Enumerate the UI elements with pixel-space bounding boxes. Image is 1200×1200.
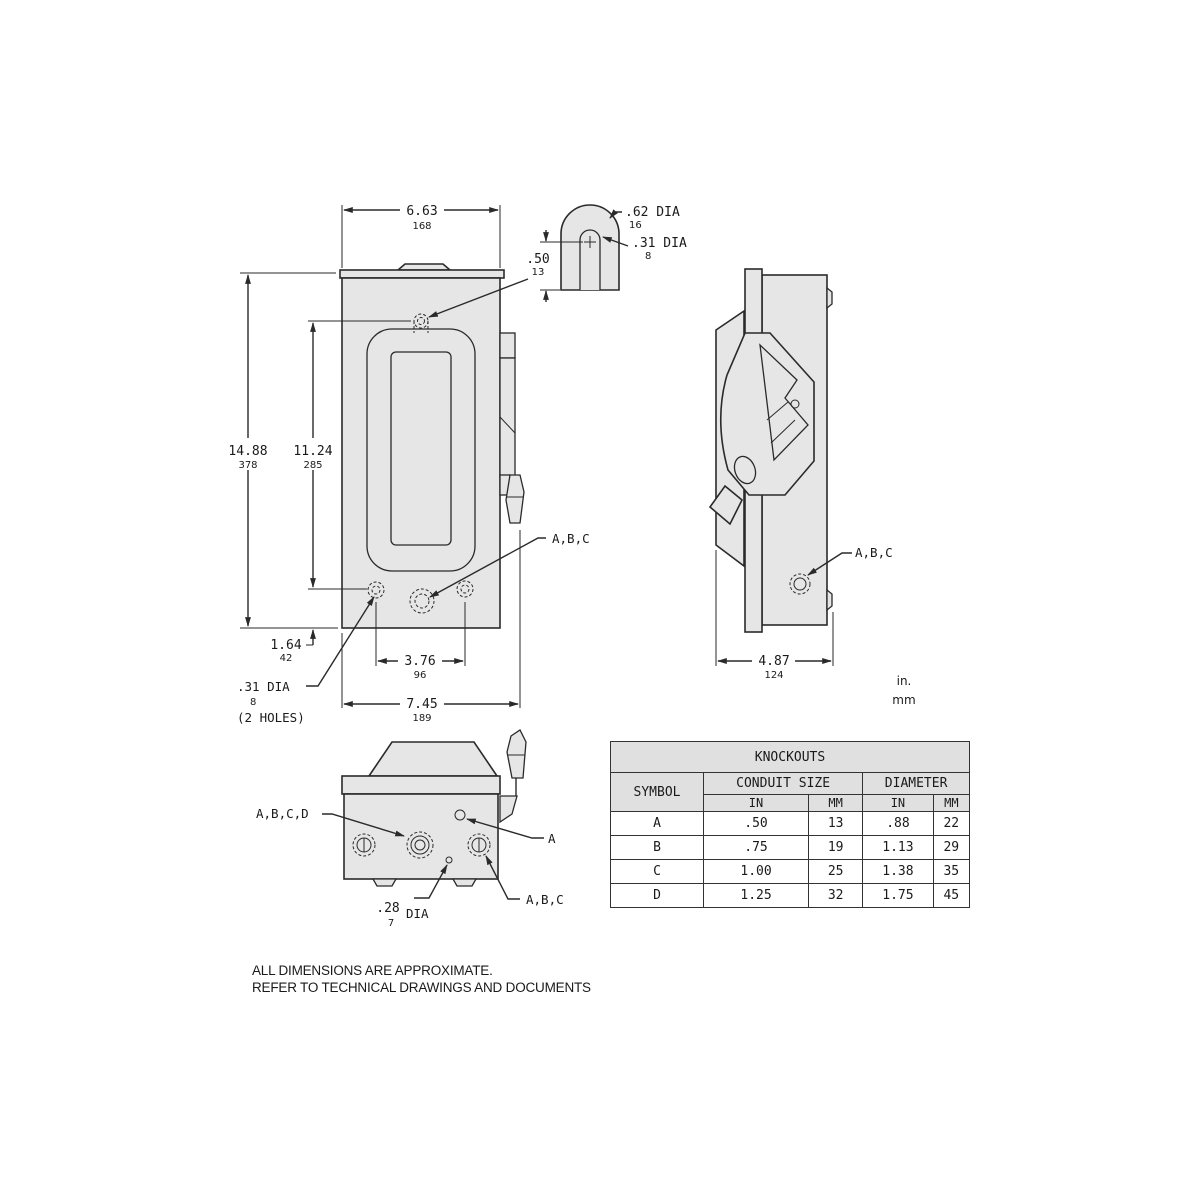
top-mount-hole-icon	[413, 313, 429, 333]
diameter-header: DIAMETER	[862, 772, 970, 795]
dim-mount-vertical-mm: 285	[303, 460, 322, 471]
table-row: A .50 13 .88 22	[610, 811, 971, 836]
side-knockout-label: A,B,C	[855, 545, 893, 560]
top-hole-label-mm: 13	[532, 267, 545, 278]
dim-overall-width-in: 7.45	[406, 697, 437, 712]
symbol-cell: D	[610, 883, 704, 908]
drain-hole-dia-suffix: DIA	[406, 906, 429, 921]
front-knockout-label: A,B,C	[552, 531, 590, 546]
dim-width-mm: 168	[412, 221, 431, 232]
note-line: ALL DIMENSIONS ARE APPROXIMATE.	[252, 963, 493, 978]
dim-mount-horizontal-mm: 96	[414, 670, 427, 681]
mount-hole-left-icon	[367, 581, 385, 599]
bottom-right-knockout-label: A,B,C	[526, 892, 564, 907]
keyhole-detail: .62 DIA 16 .31 DIA 8	[540, 204, 687, 302]
symbol-cell: C	[610, 859, 704, 884]
dim-depth-mm: 124	[764, 670, 783, 681]
unit-secondary: mm	[892, 693, 915, 707]
conduit-in-cell: .75	[702, 835, 810, 860]
conduit-mm-cell: 13	[808, 811, 864, 836]
diameter-in-cell: .88	[862, 811, 934, 836]
table-row: B .75 19 1.13 29	[610, 835, 971, 860]
diameter-mm-header: MM	[932, 794, 971, 812]
dim-height-mm: 378	[238, 460, 257, 471]
dim-depth-in: 4.87	[758, 654, 789, 669]
keyhole-inner-dia-in: .31 DIA	[632, 236, 687, 251]
diameter-mm-cell: 29	[932, 835, 971, 860]
diameter-mm-cell: 45	[932, 883, 971, 908]
mount-hole-right-icon	[456, 580, 474, 598]
conduit-in-header: IN	[702, 794, 810, 812]
mount-hole-dia-mm: 8	[250, 697, 256, 708]
table-title: KNOCKOUTS	[610, 741, 970, 773]
symbol-cell: A	[610, 811, 704, 836]
table-row: C 1.00 25 1.38 35	[610, 859, 971, 884]
bottom-knockout-left-icon	[352, 833, 376, 857]
unit-primary: in.	[897, 674, 912, 688]
dim-width-in: 6.63	[406, 204, 437, 219]
conduit-in-cell: .50	[702, 811, 810, 836]
knockouts-table: KNOCKOUTS SYMBOL CONDUIT SIZE DIAMETER I…	[610, 741, 971, 908]
conduit-in-cell: 1.00	[702, 859, 810, 884]
dim-height-in: 14.88	[228, 444, 267, 459]
drain-hole-dia-in: .28	[376, 901, 399, 916]
diameter-mm-cell: 22	[932, 811, 971, 836]
bottom-left-knockout-label: A,B,C,D	[256, 806, 309, 821]
bottom-knockout-center-icon	[406, 831, 434, 859]
keyhole-inner-dia-mm: 8	[645, 251, 651, 262]
notes: ALL DIMENSIONS ARE APPROXIMATE. REFER TO…	[252, 962, 591, 996]
table-row: D 1.25 32 1.75 45	[610, 883, 971, 908]
dim-mount-vertical-in: 11.24	[293, 444, 332, 459]
conduit-mm-cell: 25	[808, 859, 864, 884]
bottom-knockout-a-label: A	[548, 831, 556, 846]
top-hole-label-in: .50	[526, 252, 549, 267]
knockout-a-icon	[454, 809, 466, 821]
diameter-in-header: IN	[862, 794, 934, 812]
mount-hole-dia-label: .31 DIA	[237, 679, 290, 694]
note-line: REFER TO TECHNICAL DRAWINGS AND DOCUMENT…	[252, 980, 591, 995]
keyhole-outer-dia-mm: 16	[629, 220, 642, 231]
conduit-mm-cell: 32	[808, 883, 864, 908]
diameter-in-cell: 1.38	[862, 859, 934, 884]
side-knockout-icon	[789, 573, 811, 595]
symbol-cell: B	[610, 835, 704, 860]
mount-hole-count-note: (2 HOLES)	[237, 710, 305, 725]
diameter-in-cell: 1.75	[862, 883, 934, 908]
dim-bottom-offset-mm: 42	[280, 653, 293, 664]
conduit-size-header: CONDUIT SIZE	[702, 772, 864, 795]
drain-hole-icon	[445, 856, 453, 864]
diameter-mm-cell: 35	[932, 859, 971, 884]
knockout-center-icon	[409, 588, 435, 614]
symbol-header: SYMBOL	[610, 772, 704, 812]
drain-hole-dia-mm: 7	[388, 918, 394, 929]
dim-bottom-offset-in: 1.64	[270, 638, 301, 653]
keyhole-outer-dia-in: .62 DIA	[625, 205, 680, 220]
bottom-view: A,B,C,D A A,B,C .28 7 DIA	[256, 729, 564, 929]
conduit-mm-header: MM	[808, 794, 864, 812]
dim-mount-horizontal-in: 3.76	[404, 654, 435, 669]
conduit-in-cell: 1.25	[702, 883, 810, 908]
front-view: 6.63 168 14.88 378 11.24 285 1.64 42 3.7…	[228, 204, 589, 725]
diameter-in-cell: 1.13	[862, 835, 934, 860]
bottom-knockout-right-icon	[467, 833, 491, 857]
side-view: A,B,C 4.87 124	[708, 268, 893, 681]
conduit-mm-cell: 19	[808, 835, 864, 860]
dim-overall-width-mm: 189	[412, 713, 431, 724]
